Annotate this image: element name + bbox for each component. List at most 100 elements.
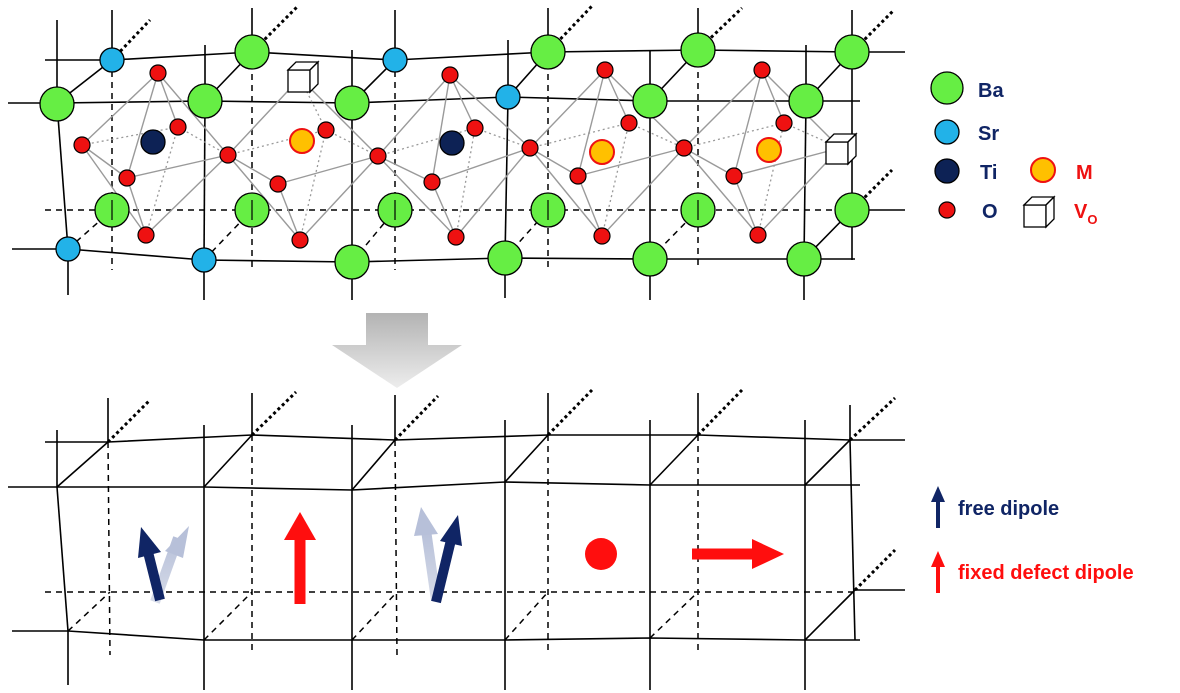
hidden-diagonal <box>649 591 699 639</box>
ba-atom <box>334 85 370 121</box>
octahedron-bond <box>377 74 451 157</box>
oxygen-atom <box>596 61 614 79</box>
lattice-front-top-line <box>8 96 860 104</box>
octahedron-back-bond <box>81 126 179 146</box>
oxygen-vacancy-cube <box>824 132 858 166</box>
octahedron-bond <box>277 183 301 241</box>
octahedron-bond <box>683 147 735 177</box>
legend-fixed-dipole-label: fixed defect dipole <box>958 562 1134 584</box>
octahedra-back-bonds <box>81 77 841 241</box>
depth-dotted-line <box>853 548 897 592</box>
dipole-diagonal <box>804 589 856 641</box>
lattice-depth-dotted <box>110 4 896 212</box>
dipole-lattice-panel <box>8 388 905 690</box>
dipole-hidden-edges <box>45 435 855 656</box>
ba-atom <box>834 192 870 228</box>
legend-sr-label: Sr <box>978 123 999 145</box>
hidden-vertical <box>394 439 398 656</box>
lattice-vertical <box>803 100 807 260</box>
legend-vo-sub: O <box>1087 212 1097 227</box>
octahedron-bond <box>761 69 785 124</box>
ba-atom <box>786 241 822 277</box>
hidden-crosshairs <box>111 200 699 220</box>
legend-m-label: M <box>1076 162 1093 184</box>
octahedron-back-bond <box>474 127 531 149</box>
legend-vo-main: V <box>1074 201 1088 223</box>
octahedron-back-bond <box>455 127 476 238</box>
sr-atom <box>382 47 408 73</box>
oxygen-atom <box>447 228 465 246</box>
oxygen-atom <box>749 226 767 244</box>
oxygen-atom <box>569 167 587 185</box>
octahedron-back-bond <box>683 122 785 149</box>
legend-o-swatch <box>938 201 956 219</box>
dipole-lattice-grid <box>8 393 905 690</box>
ba-atom <box>788 83 824 119</box>
octahedron-bond <box>529 147 579 177</box>
octahedron-bond <box>449 74 476 129</box>
depth-dotted-line <box>848 396 897 442</box>
depth-dotted-line <box>850 8 896 54</box>
crystal-lattice-panel <box>8 4 905 300</box>
octahedron-bond <box>157 72 229 156</box>
octahedron-bond <box>577 69 606 177</box>
octahedron-bond <box>683 69 763 149</box>
legend-ti-label: Ti <box>980 162 997 184</box>
ti-atom <box>140 129 166 155</box>
octahedron-bond <box>431 147 531 183</box>
oxygen-atom <box>466 119 484 137</box>
sr-atom <box>99 47 125 73</box>
dipole-legend: free dipole fixed defect dipole <box>931 486 1134 593</box>
depth-dotted-line <box>250 390 298 437</box>
octahedron-bond <box>455 147 531 238</box>
lattice-vertical <box>504 96 509 259</box>
sr-atom <box>55 236 81 262</box>
octahedron-bond <box>299 77 379 157</box>
depth-dotted-line <box>696 388 744 437</box>
oxygen-atom <box>775 114 793 132</box>
dipole-diagonal <box>504 434 549 483</box>
oxygen-atom <box>753 61 771 79</box>
legend-vo-label: VO <box>1074 201 1097 227</box>
octahedron-back-bond <box>377 127 476 157</box>
octahedron-bond <box>81 72 159 146</box>
legend-o-label: O <box>982 201 998 223</box>
octahedron-bond <box>431 74 451 183</box>
oxygen-atom <box>269 175 287 193</box>
dipole-front-top-line <box>8 481 860 491</box>
oxygen-atom <box>593 227 611 245</box>
hidden-diagonal <box>67 591 111 632</box>
oxygen-atom <box>423 173 441 191</box>
oxygen-atom <box>317 121 335 139</box>
oxygen-atoms <box>73 61 793 249</box>
ba-atom <box>632 241 668 277</box>
fixed-dipole-arrow-right <box>692 539 784 569</box>
octahedron-bond <box>529 147 603 237</box>
oxygen-atom <box>675 139 693 157</box>
octahedron-back-bond <box>757 122 785 236</box>
octahedron-back-bond <box>628 122 685 149</box>
dipole-vertical <box>849 439 856 641</box>
oxygen-atom <box>521 139 539 157</box>
dipole-depth-dotted <box>106 388 897 592</box>
lattice-vertical <box>56 102 69 250</box>
oxygen-atom <box>291 231 309 249</box>
ti-atom <box>439 130 465 156</box>
octahedron-bond <box>601 147 685 237</box>
hidden-diagonal <box>504 591 549 641</box>
octahedron-bond <box>277 155 379 185</box>
fixed-dipole-out-of-plane <box>585 538 617 570</box>
oxygen-atom <box>441 66 459 84</box>
lattice-back-line <box>45 49 905 61</box>
ba-atom <box>334 244 370 280</box>
lattice-bottom-line <box>12 248 855 263</box>
octahedra-bonds <box>81 69 841 241</box>
octahedron-bond <box>577 175 603 237</box>
octahedron-bond <box>126 154 229 179</box>
free-dipole-ghost-arrow <box>414 507 441 601</box>
octahedron-bond <box>81 144 147 236</box>
octahedron-bond <box>377 155 433 183</box>
sr-atoms <box>55 47 521 273</box>
octahedron-bond <box>145 154 229 236</box>
